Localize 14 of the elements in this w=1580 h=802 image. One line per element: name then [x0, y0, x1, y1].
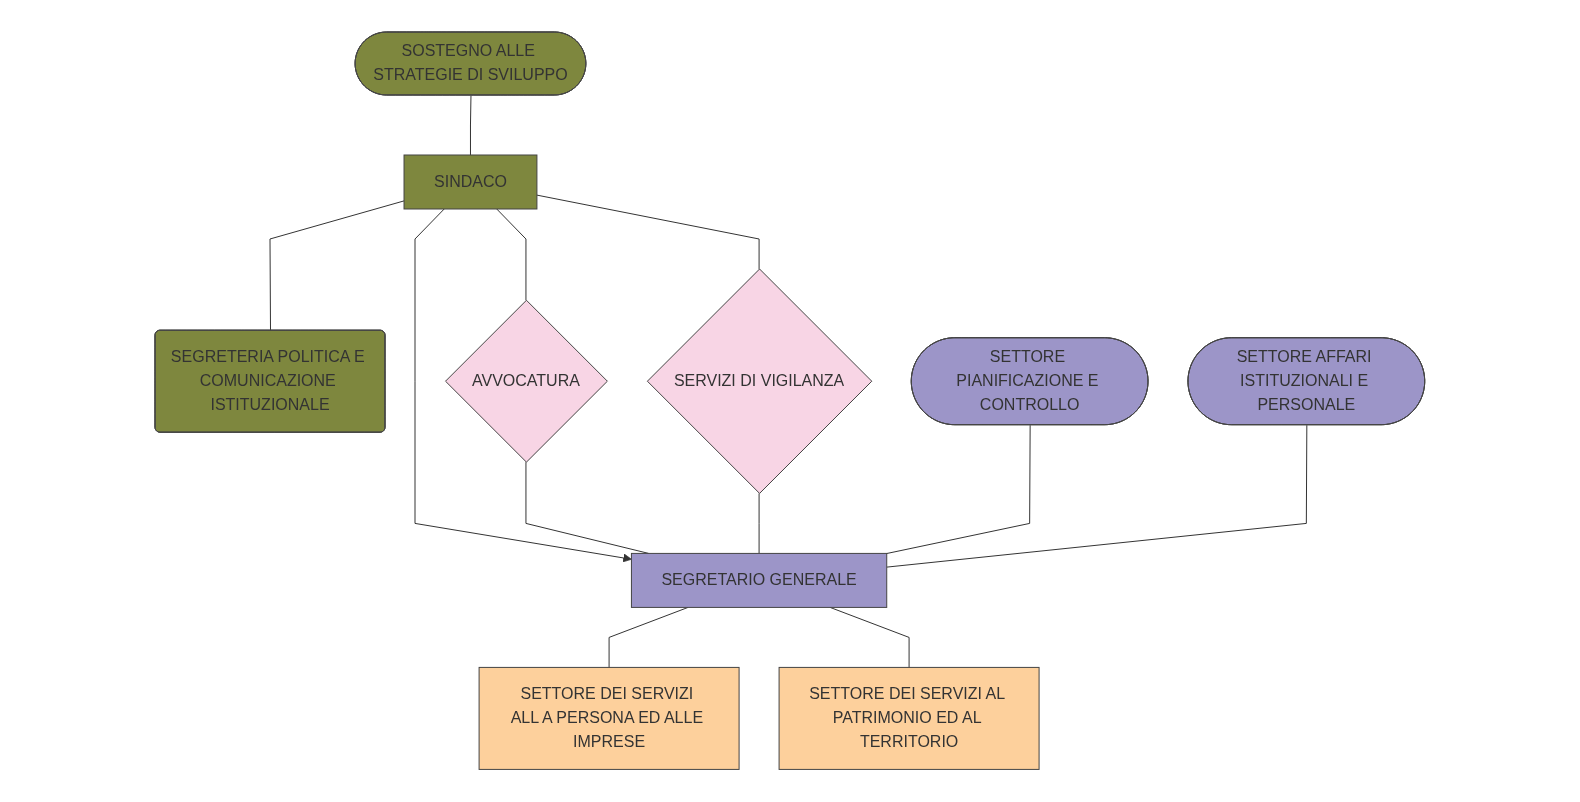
node-box: SETTORE DEI SERVIZI AL PATRIMONIO ED AL TERRITORIO: [778, 667, 1040, 771]
connector: [536, 194, 760, 270]
connector: [496, 208, 527, 302]
arrow: [414, 208, 632, 563]
node-box: SINDACO: [403, 154, 538, 210]
connector: [470, 95, 472, 156]
node-diamond: SERVIZI DI VIGILANZA: [647, 268, 873, 495]
connector: [269, 200, 405, 332]
node-box: SEGRETARIO GENERALE: [631, 553, 888, 609]
node-box: SETTORE DEI SERVIZI ALL A PERSONA ED ALLE IMPRESE: [478, 667, 740, 771]
connector: [886, 425, 1308, 568]
connector: [758, 493, 760, 555]
connector: [886, 425, 1031, 555]
node-diamond: AVVOCATURA: [445, 300, 608, 463]
